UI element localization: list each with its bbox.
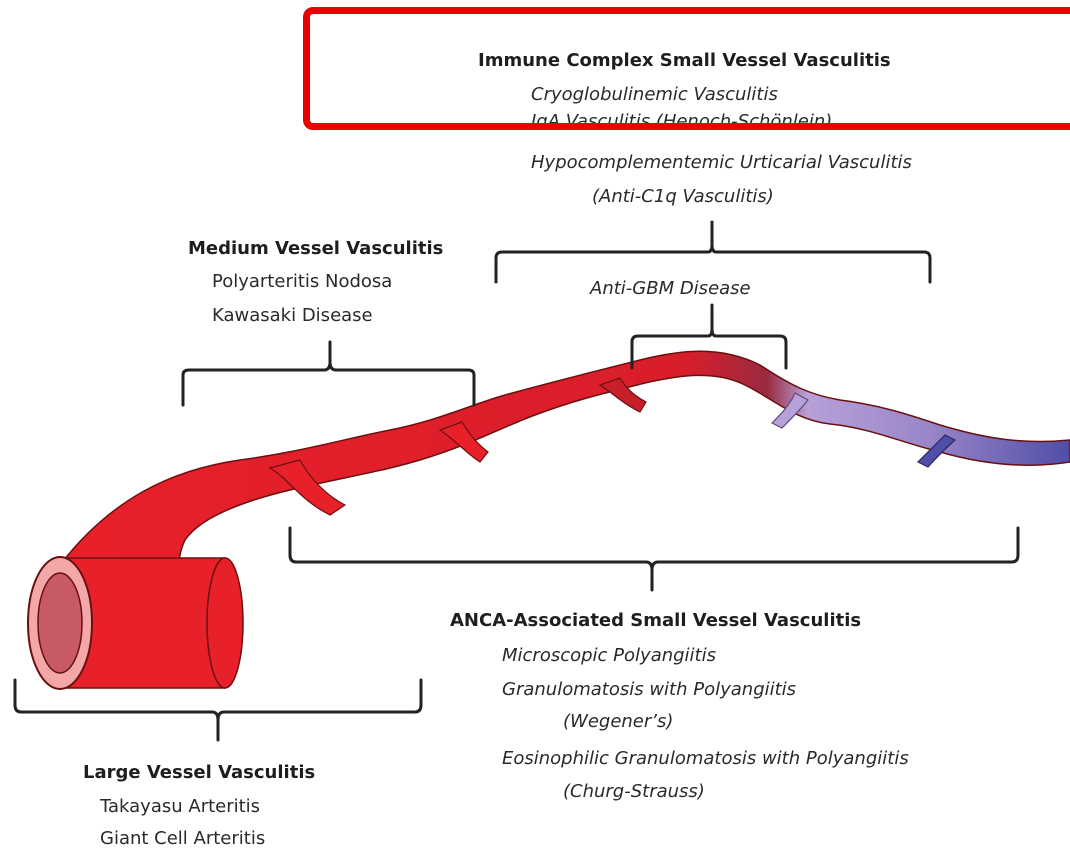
- large-vessel-heading: Large Vessel Vasculitis: [83, 762, 315, 783]
- anti-gbm-label: Anti-GBM Disease: [590, 278, 751, 299]
- bracket-anca: [290, 528, 1018, 590]
- medium-vessel-heading: Medium Vessel Vasculitis: [188, 238, 443, 259]
- vessel-lumen-inner: [38, 573, 82, 673]
- medium-vessel-item: Kawasaki Disease: [212, 305, 373, 326]
- immune-complex-item: (Anti-C1q Vasculitis): [592, 186, 774, 207]
- large-vessel-item: Giant Cell Arteritis: [100, 828, 265, 849]
- anca-item: Eosinophilic Granulomatosis with Polyang…: [502, 748, 909, 769]
- anca-item: Granulomatosis with Polyangiitis: [502, 679, 796, 700]
- anca-item: Microscopic Polyangiitis: [502, 645, 716, 666]
- bracket-large-vessel: [15, 680, 421, 740]
- highlight-box: [303, 7, 1070, 130]
- immune-complex-item: Hypocomplementemic Urticarial Vasculitis: [531, 152, 912, 173]
- anca-item: (Wegener’s): [563, 711, 673, 732]
- vessel-cylinder-end: [207, 558, 243, 688]
- medium-vessel-item: Polyarteritis Nodosa: [212, 271, 392, 292]
- bracket-medium-vessel: [183, 342, 474, 405]
- large-vessel-item: Takayasu Arteritis: [100, 796, 260, 817]
- anca-item: (Churg-Strauss): [563, 781, 705, 802]
- anca-heading: ANCA-Associated Small Vessel Vasculitis: [450, 610, 861, 631]
- bracket-immune-complex: [496, 222, 930, 282]
